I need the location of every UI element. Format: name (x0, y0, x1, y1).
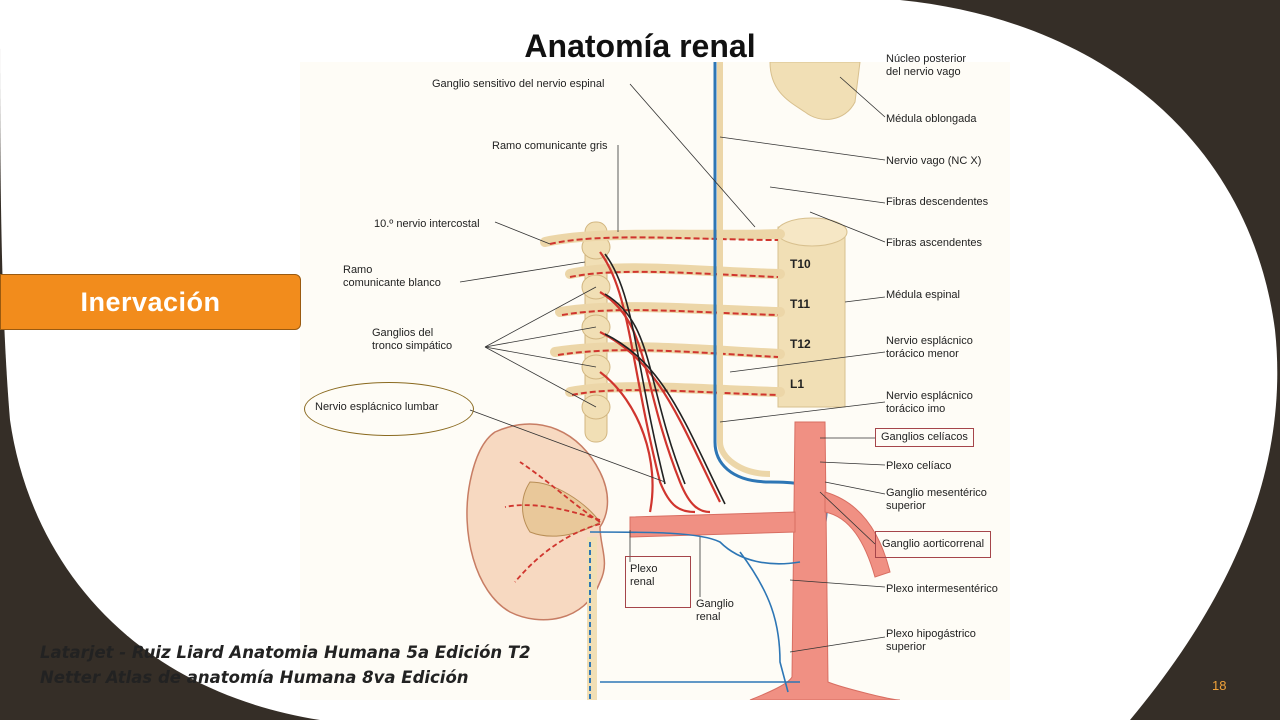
label-fibras-descendentes: Fibras descendentes (886, 196, 989, 208)
mesenteric-artery (824, 491, 891, 578)
label-plexo-renal: Plexo renal (625, 556, 691, 608)
label-ramo-blanco: Ramo comunicante blanco (343, 264, 441, 289)
level-l1: L1 (790, 377, 804, 391)
label-nucleo-vago: Núcleo posterior del nervio vago (886, 53, 967, 78)
splanchnic-nerves-black (604, 253, 726, 505)
label-ganglios-celiacos: Ganglios celíacos (875, 428, 974, 447)
label-ganglio-aorticorrenal: Ganglio aorticorrenal (875, 531, 992, 558)
medulla-oblongata (769, 62, 861, 120)
level-t12: T12 (790, 337, 811, 351)
spinal-cord (777, 226, 846, 408)
leader-lines (459, 76, 886, 653)
level-t10: T10 (790, 257, 811, 271)
slide-title: Anatomía renal (524, 28, 756, 64)
label-plexo-intermesenterico: Plexo intermesentérico (886, 583, 998, 595)
label-ganglio-renal: Ganglio renal (696, 598, 734, 623)
citation-netter: Netter Atlas de anatomía Humana 8va Edic… (40, 668, 469, 687)
label-medula-espinal: Médula espinal (886, 289, 960, 301)
label-fibras-ascendentes: Fibras ascendentes (886, 237, 982, 249)
label-ramo-gris: Ramo comunicante gris (492, 140, 608, 152)
citation-block: Latarjet - Ruiz Liard Anatomia Humana 5a… (40, 640, 531, 690)
label-esplacnico-imo: Nervio esplácnico torácico imo (886, 390, 973, 415)
vagus-nerve-tan (717, 62, 771, 477)
label-nervio-vago: Nervio vago (NC X) (886, 155, 982, 167)
renal-plexus-fibers (589, 531, 801, 693)
page-number: 18 (1212, 678, 1227, 693)
renal-innervation-illustration: T10 T11 T12 L1 (300, 62, 1010, 700)
section-tab-inervacion[interactable]: Inervación (0, 274, 301, 330)
label-ganglios-tronco: Ganglios del tronco simpático (372, 327, 453, 352)
kidney-red-branches (504, 461, 601, 583)
citation-latarjet: Latarjet - Ruiz Liard Anatomia Humana 5a… (40, 643, 531, 662)
label-ganglio-sensitivo: Ganglio sensitivo del nervio espinal (432, 78, 605, 90)
intercostal-nerves (540, 229, 785, 397)
label-medula-oblongada: Médula oblongada (886, 113, 977, 125)
label-esplacnico-menor: Nervio esplácnico torácico menor (886, 335, 973, 360)
highlight-oval-lumbar (304, 382, 474, 436)
label-esplacnico-lumbar: Nervio esplácnico lumbar (315, 401, 439, 413)
label-plexo-hipogastrico: Plexo hipogástrico superior (886, 628, 976, 653)
level-t11: T11 (790, 297, 810, 311)
splanchnic-nerves (599, 251, 721, 514)
label-ganglio-mesenterico: Ganglio mesentérico superior (886, 487, 987, 512)
label-plexo-celiaco: Plexo celíaco (886, 460, 952, 472)
label-intercostal: 10.º nervio intercostal (374, 218, 480, 230)
